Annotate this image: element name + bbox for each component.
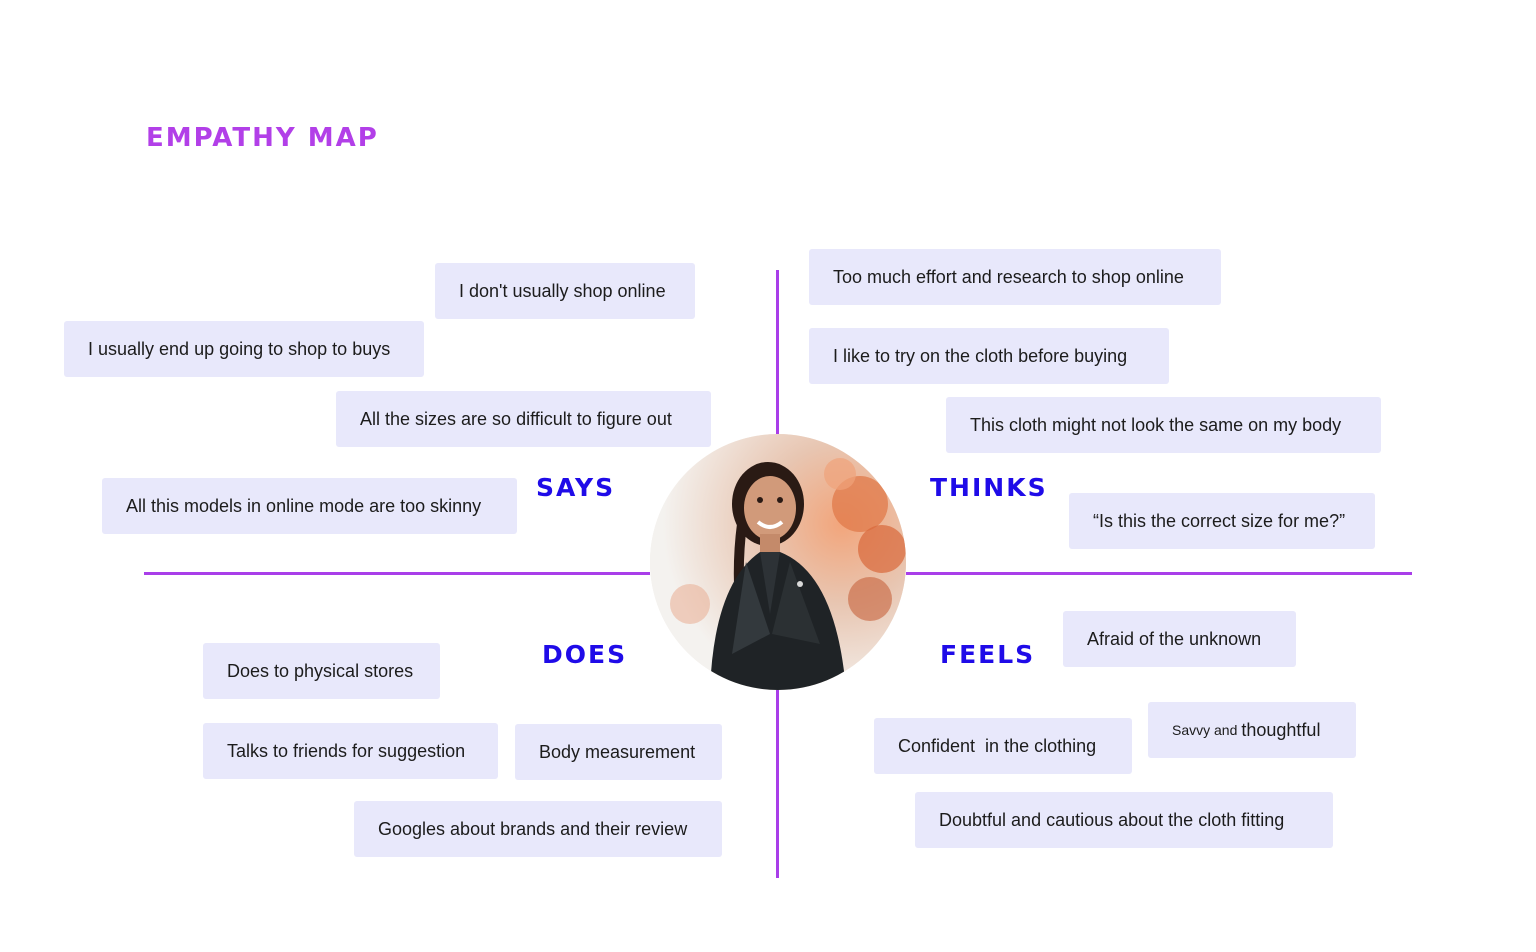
quadrant-label-thinks: thinks [930, 473, 1048, 502]
thinks-note-1: Too much effort and research to shop onl… [809, 249, 1221, 305]
thinks-note-2: I like to try on the cloth before buying [809, 328, 1169, 384]
feels-note-savvy: Savvy and thoughtful [1148, 702, 1356, 758]
feels-note-savvy-small: Savvy and [1172, 722, 1238, 738]
does-note-3: Body measurement [515, 724, 722, 780]
feels-note-2: Confident in the clothing [874, 718, 1132, 774]
thinks-note-4: “Is this the correct size for me?” [1069, 493, 1375, 549]
says-note-4: All this models in online mode are too s… [102, 478, 517, 534]
does-note-4: Googles about brands and their review [354, 801, 722, 857]
quadrant-label-feels: feels [940, 640, 1036, 669]
feels-note-savvy-large: thoughtful [1241, 719, 1321, 740]
horizontal-divider-left [144, 572, 650, 575]
says-note-2: I usually end up going to shop to buys [64, 321, 424, 377]
vertical-divider-top [776, 270, 779, 434]
thinks-note-3: This cloth might not look the same on my… [946, 397, 1381, 453]
persona-photo [650, 434, 906, 690]
quadrant-label-does: does [542, 640, 628, 669]
persona-illustration [650, 434, 906, 690]
quadrant-label-says: says [536, 473, 616, 502]
vertical-divider-bottom [776, 690, 779, 878]
page-title: Empathy Map [146, 123, 379, 153]
says-note-1: I don't usually shop online [435, 263, 695, 319]
feels-note-3: Doubtful and cautious about the cloth fi… [915, 792, 1333, 848]
says-note-3: All the sizes are so difficult to figure… [336, 391, 711, 447]
does-note-2: Talks to friends for suggestion [203, 723, 498, 779]
feels-note-1: Afraid of the unknown [1063, 611, 1296, 667]
does-note-1: Does to physical stores [203, 643, 440, 699]
horizontal-divider-right [906, 572, 1412, 575]
